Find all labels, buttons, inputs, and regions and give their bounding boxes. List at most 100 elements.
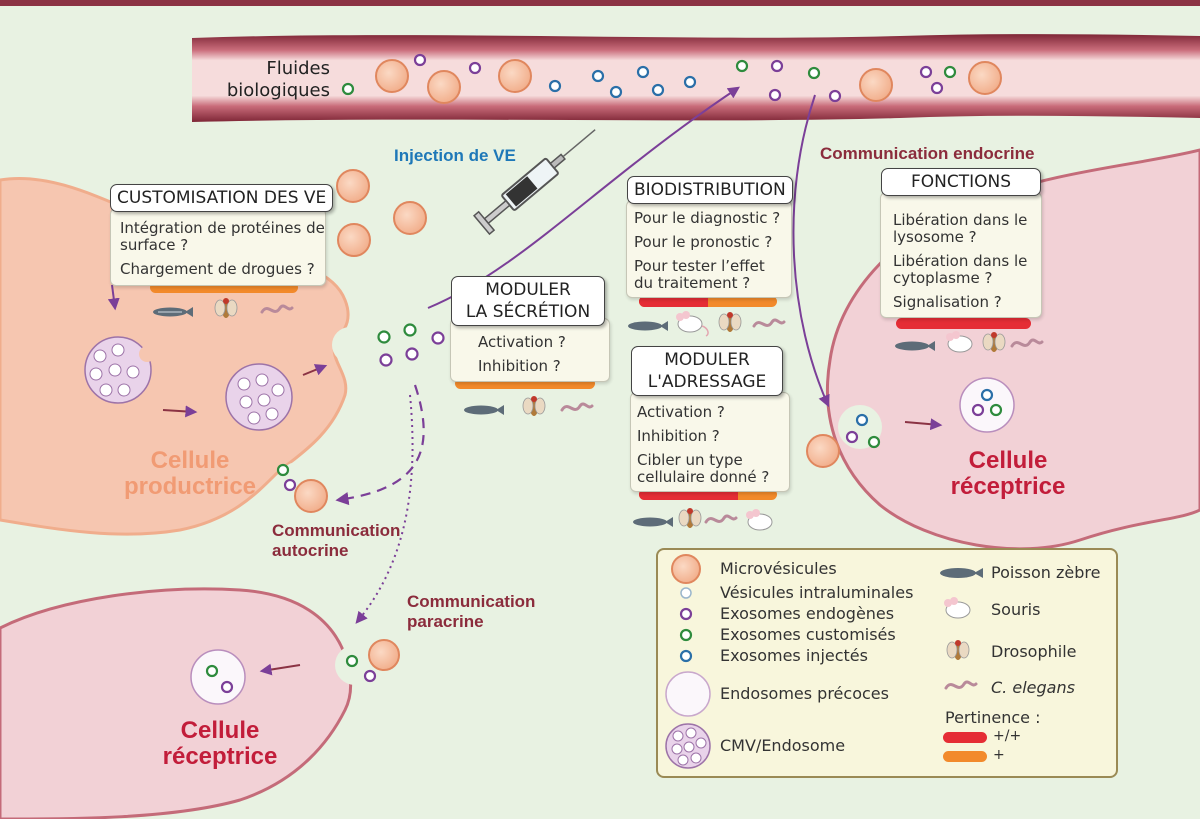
- top-rule: [0, 0, 1200, 6]
- receiver-cell-paracrine-line2: réceptrice: [162, 743, 278, 770]
- secretion-items: Activation ? Inhibition ?: [478, 334, 566, 382]
- secretion-box: [450, 318, 610, 382]
- autocrine-label-line1: Communication: [272, 521, 401, 540]
- exosome-endogenous: [468, 61, 482, 75]
- exosome-endogenous: [828, 89, 842, 103]
- customisation-item: Intégration de protéines de surface ?: [120, 219, 325, 254]
- receiving-cell-paracrine: [0, 587, 375, 819]
- biodistribution-title: BIODISTRIBUTION: [627, 176, 793, 204]
- paracrine-label: Communication paracrine: [407, 592, 535, 632]
- legend-pertinence-high: +/+: [993, 728, 1022, 744]
- exosome-endogenous: [413, 53, 427, 67]
- biodistribution-item: Pour tester l’effet du traitement ?: [634, 257, 765, 292]
- fonctions-box: [880, 192, 1042, 318]
- organism-icons-customisation: [153, 298, 294, 318]
- secretion-title-line1: MODULER: [485, 280, 571, 300]
- legend-mouse: Souris: [991, 600, 1041, 619]
- exosome-endogenous: [919, 65, 933, 79]
- zebrafish-icon: [153, 307, 193, 317]
- organism-icons-biodistribution: [628, 311, 786, 337]
- early-endosome: [190, 649, 246, 705]
- biodistribution-item: Pour le pronostic ?: [634, 233, 773, 251]
- adressage-title-line1: MODULER: [664, 350, 750, 370]
- endocrine-label: Communication endocrine: [820, 144, 1035, 163]
- customisation-items: Intégration de protéines de surface ? Ch…: [120, 220, 325, 285]
- syringe-icon: [473, 129, 596, 236]
- early-endosome-legend-icon: [665, 671, 711, 717]
- producer-cell-label-line2: productrice: [123, 473, 257, 500]
- injection-label: Injection de VE: [394, 146, 516, 165]
- exosome-endogenous: [930, 81, 944, 95]
- adressage-item: Cibler un type cellulaire donné ?: [637, 451, 770, 486]
- microvesicle: [498, 59, 532, 93]
- legend-zebrafish: Poisson zèbre: [991, 563, 1101, 582]
- legend-customises: Exosomes customisés: [720, 625, 896, 644]
- producer-cell-label-line1: Cellule: [150, 447, 230, 474]
- exosome-injected: [609, 85, 623, 99]
- exosome-injected: [636, 65, 650, 79]
- microvesicle: [336, 169, 370, 203]
- legend-endosomes: Endosomes précoces: [720, 684, 889, 703]
- biodistribution-item: Pour le diagnostic ?: [634, 209, 781, 227]
- exosome-injected: [548, 79, 562, 93]
- biodistribution-box: [626, 200, 792, 298]
- microvesicle-legend-icon: [671, 554, 701, 584]
- vessel-label: Fluides biologiques: [210, 58, 330, 102]
- pertinence-high-swatch: [943, 732, 987, 743]
- legend: Microvésicules Vésicules intraluminales …: [656, 548, 1118, 778]
- legend-pertinence-low: +: [993, 747, 1005, 763]
- organism-icons-fonctions: [895, 331, 1044, 353]
- zebrafish-icon: [940, 568, 983, 578]
- exosome-injected: [591, 69, 605, 83]
- legend-microvesicules: Microvésicules: [720, 559, 837, 578]
- microvesicle: [968, 61, 1002, 95]
- legend-symbols: [665, 554, 987, 769]
- multivesicular-body-1: [84, 336, 155, 404]
- drosophila-icon: [214, 298, 238, 318]
- bar-fonctions: [896, 318, 1031, 329]
- blood-vessel: [192, 34, 1200, 122]
- drosophila-icon: [946, 640, 970, 660]
- exosome-injected: [651, 83, 665, 97]
- microvesicle: [427, 70, 461, 104]
- receiver-cell-paracrine-line1: Cellule: [180, 717, 260, 744]
- exosome-custom: [807, 66, 821, 80]
- customisation-box: [110, 208, 326, 286]
- exosome-custom: [943, 65, 957, 79]
- mouse-icon: [676, 311, 709, 337]
- multivesicular-body-2: [225, 363, 293, 431]
- microvesicle: [393, 201, 427, 235]
- vessel-label-line2: biologiques: [226, 80, 330, 101]
- adressage-items: Activation ? Inhibition ? Cibler un type…: [637, 404, 787, 493]
- exosome-custom: [735, 59, 749, 73]
- early-endosome: [959, 377, 1015, 433]
- legend-injectes: Exosomes injectés: [720, 646, 868, 665]
- fonctions-items: Libération dans le lysosome ? Libération…: [893, 212, 1038, 318]
- secretion-item: Inhibition ?: [478, 357, 561, 375]
- legend-intraluminales: Vésicules intraluminales: [720, 583, 914, 602]
- exosome-injected: [683, 75, 697, 89]
- adressage-title-line2: L'ADRESSAGE: [647, 372, 767, 392]
- receiver-cell-label-endocrine: Cellule réceptrice: [938, 448, 1078, 500]
- receiver-cell-endocrine-line2: réceptrice: [950, 473, 1066, 500]
- autocrine-label: Communication autocrine: [272, 521, 400, 561]
- intraluminal-vesicle-legend-icon: [680, 587, 692, 599]
- legend-pertinence-title: Pertinence :: [945, 708, 1041, 727]
- secretion-item: Activation ?: [478, 333, 566, 351]
- fonctions-item: Signalisation ?: [893, 293, 1002, 311]
- injected-exosome-legend-icon: [679, 649, 693, 663]
- vessel-label-line1: Fluides: [266, 58, 330, 79]
- adressage-title: MODULER L'ADRESSAGE: [631, 346, 783, 396]
- c-elegans-icon: [260, 304, 294, 314]
- c-elegans-icon: [944, 680, 978, 690]
- legend-celegans: C. elegans: [991, 678, 1075, 697]
- producer-cell-label: Cellule productrice: [120, 448, 260, 500]
- adressage-box: [630, 392, 790, 492]
- customisation-title: CUSTOMISATION DES VE: [110, 184, 334, 212]
- legend-endogenes: Exosomes endogènes: [720, 604, 895, 623]
- secretion-title: MODULER LA SÉCRÉTION: [451, 276, 605, 326]
- endogenous-exosome-legend-icon: [679, 607, 693, 621]
- paracrine-label-line2: paracrine: [407, 612, 484, 631]
- organism-icons-secretion: [464, 396, 594, 416]
